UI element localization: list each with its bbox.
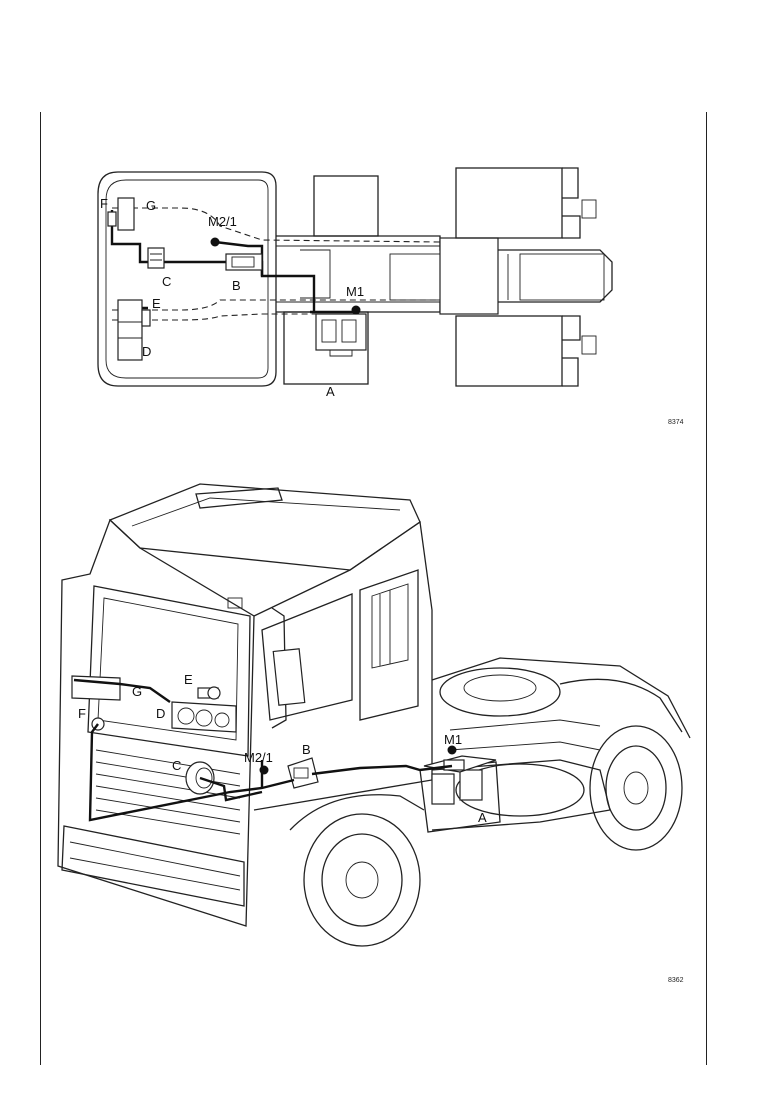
- component-D: [171, 701, 237, 733]
- label-M1: M1: [444, 732, 462, 747]
- truck-perspective-diagram: E G F D C M2/1 B M1 A 8362: [57, 483, 691, 984]
- figure-ref-8362: 8362: [668, 977, 684, 984]
- side-boxes: [283, 167, 597, 387]
- component-E: [197, 686, 221, 700]
- chassis-frame: [276, 235, 613, 315]
- page-border-right: [706, 112, 707, 1065]
- cab-outline: [97, 171, 277, 387]
- label-E: E: [152, 296, 161, 311]
- label-F: F: [100, 196, 108, 211]
- label-C: C: [172, 758, 181, 773]
- component-D: [117, 299, 143, 361]
- component-F: [107, 211, 117, 227]
- battery-box: [315, 313, 367, 357]
- label-A: A: [326, 384, 335, 399]
- ground-point-M2-1: [210, 237, 220, 247]
- label-G: G: [146, 198, 156, 213]
- label-B: B: [232, 278, 241, 293]
- front-wheel: [289, 794, 425, 947]
- label-M2-1: M2/1: [244, 750, 273, 765]
- figure-ref-8374: 8374: [668, 419, 684, 426]
- label-E: E: [184, 672, 193, 687]
- grille: [61, 749, 245, 907]
- ground-point-M1: [351, 305, 361, 315]
- label-F: F: [78, 706, 86, 721]
- label-M2-1: M2/1: [208, 214, 237, 229]
- plan-view-diagram: F G M2/1 C B E M1 D A 8374: [97, 167, 684, 426]
- rear-wheel: [589, 725, 683, 851]
- component-G: [117, 197, 135, 231]
- label-M1: M1: [346, 284, 364, 299]
- component-E: [141, 309, 151, 327]
- label-A: A: [478, 810, 487, 825]
- label-D: D: [156, 706, 165, 721]
- dashed-routes: [112, 207, 441, 321]
- page-border-left: [40, 112, 41, 1065]
- wiring-harness: [73, 678, 453, 822]
- component-C: [147, 247, 165, 269]
- ground-point-M1: [447, 745, 457, 755]
- component-B: [225, 253, 263, 271]
- label-C: C: [162, 274, 171, 289]
- chassis-rear: [431, 657, 691, 831]
- cab-side: [253, 520, 433, 811]
- side-mirror: [271, 607, 306, 729]
- label-D: D: [142, 344, 151, 359]
- ground-point-M2-1: [259, 765, 269, 775]
- label-G: G: [132, 684, 142, 699]
- label-B: B: [302, 742, 311, 757]
